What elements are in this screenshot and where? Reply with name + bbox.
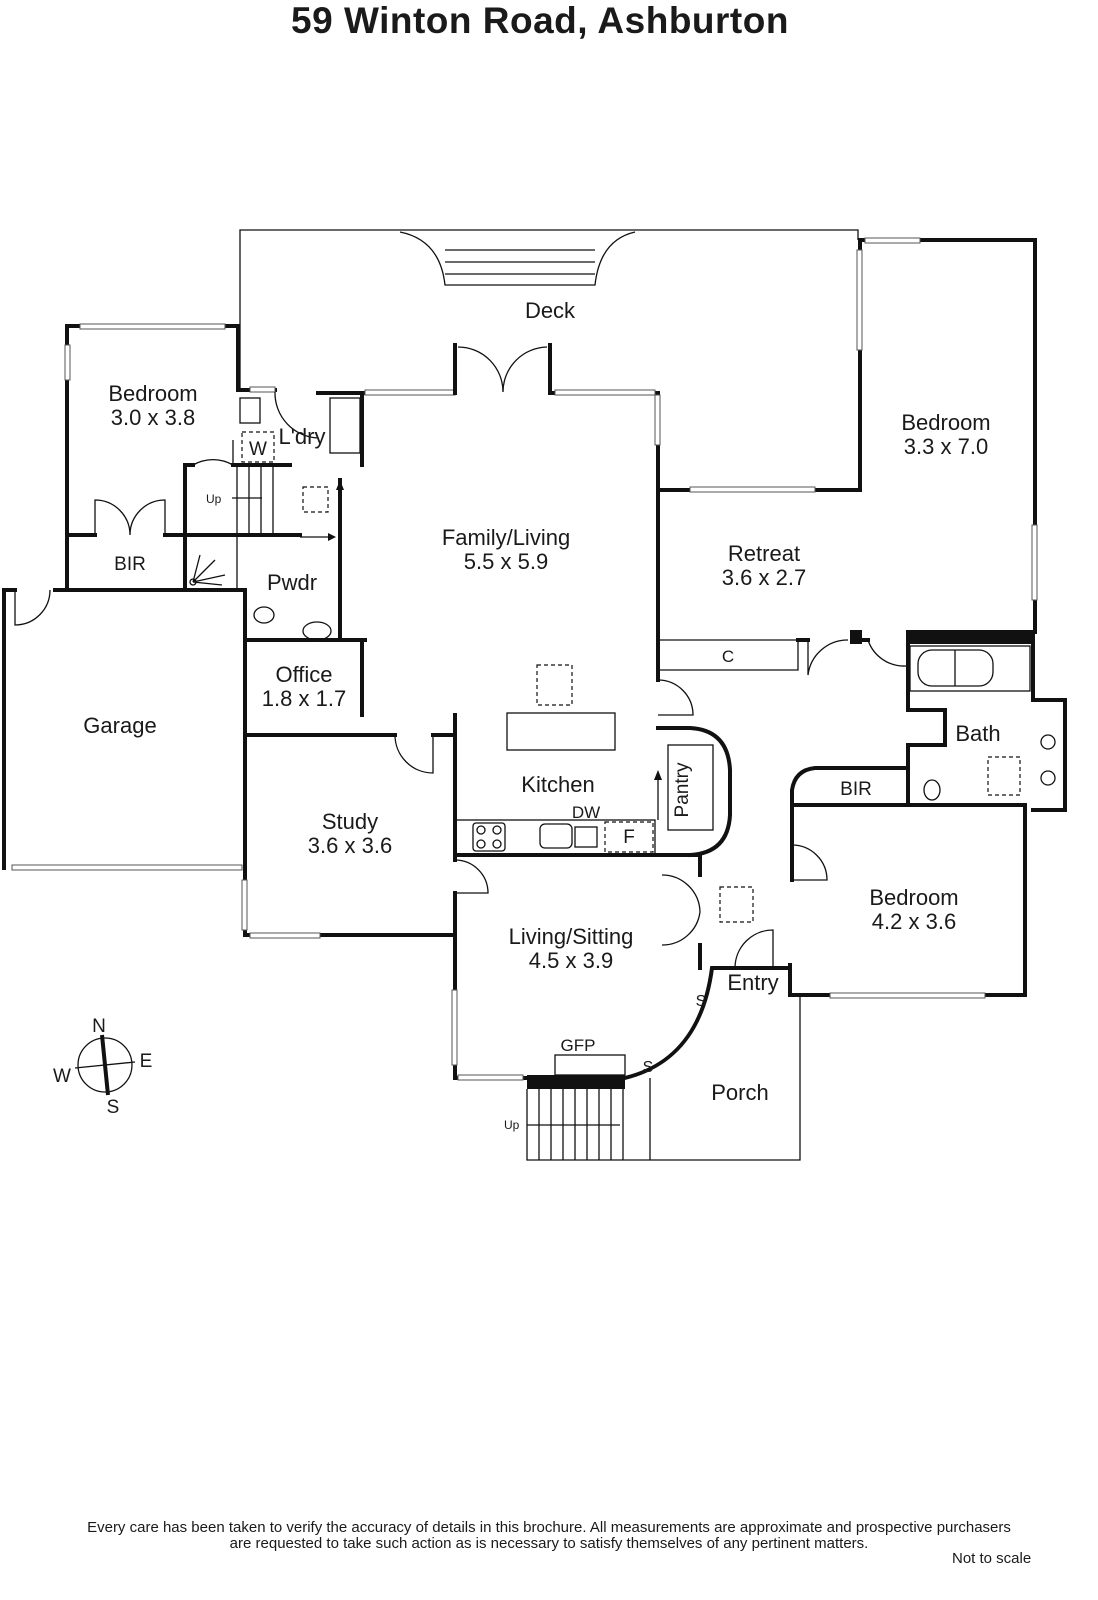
fireplace-label: GFP <box>561 1036 596 1055</box>
washer-label: W <box>249 439 267 460</box>
page-title: 59 Winton Road, Ashburton <box>291 0 789 41</box>
room-bedroom-1-name: Bedroom <box>108 381 197 406</box>
stairs-up-label: Up <box>206 492 222 506</box>
disclaimer-line-1: Every care has been taken to verify the … <box>87 1519 1011 1536</box>
room-living-dims: 4.5 x 3.9 <box>529 948 613 973</box>
room-deck: Deck <box>525 298 576 323</box>
room-kitchen: Kitchen <box>521 772 594 797</box>
not-to-scale-note: Not to scale <box>952 1550 1032 1567</box>
deck-outline <box>239 229 859 390</box>
room-powder: Pwdr <box>267 570 317 595</box>
step-label: S <box>643 1059 654 1076</box>
disclaimer-line-2: are requested to take such action as is … <box>229 1535 869 1552</box>
room-pantry: Pantry <box>672 762 693 817</box>
fridge-label: F <box>623 827 635 848</box>
room-bedroom-3-dims: 4.2 x 3.6 <box>872 909 956 934</box>
room-study-dims: 3.6 x 3.6 <box>308 833 392 858</box>
room-bath: Bath <box>955 721 1000 746</box>
compass-west: W <box>53 1066 71 1087</box>
disclaimer: Every care has been taken to verify the … <box>0 1520 1098 1552</box>
room-bir-2: BIR <box>840 779 872 800</box>
room-bedroom-2-name: Bedroom <box>901 410 990 435</box>
room-porch: Porch <box>711 1080 768 1105</box>
room-living-name: Living/Sitting <box>509 924 634 949</box>
room-bedroom-2-dims: 3.3 x 7.0 <box>904 434 988 459</box>
compass-north: N <box>92 1016 106 1037</box>
room-garage: Garage <box>83 713 156 738</box>
room-entry: Entry <box>727 970 778 995</box>
room-retreat-dims: 3.6 x 2.7 <box>722 565 806 590</box>
walls <box>2 237 1067 1161</box>
room-family-name: Family/Living <box>442 525 570 550</box>
front-stairs <box>527 1089 624 1160</box>
room-retreat-name: Retreat <box>728 541 800 566</box>
dishwasher-label: DW <box>572 803 600 822</box>
room-office-name: Office <box>275 662 332 687</box>
room-study-name: Study <box>322 809 378 834</box>
room-bir-1: BIR <box>114 554 146 575</box>
stairs-up-label: Up <box>504 1118 520 1132</box>
room-family-dims: 5.5 x 5.9 <box>464 549 548 574</box>
cupboard-label: C <box>722 647 734 666</box>
room-bedroom-3-name: Bedroom <box>869 885 958 910</box>
step-label: S <box>696 993 707 1010</box>
room-laundry: L'dry <box>279 424 326 449</box>
room-bedroom-1-dims: 3.0 x 3.8 <box>111 405 195 430</box>
compass-south: S <box>107 1097 120 1118</box>
compass-east: E <box>140 1051 153 1072</box>
compass-icon: N E S W <box>53 1016 152 1118</box>
room-office-dims: 1.8 x 1.7 <box>262 686 346 711</box>
